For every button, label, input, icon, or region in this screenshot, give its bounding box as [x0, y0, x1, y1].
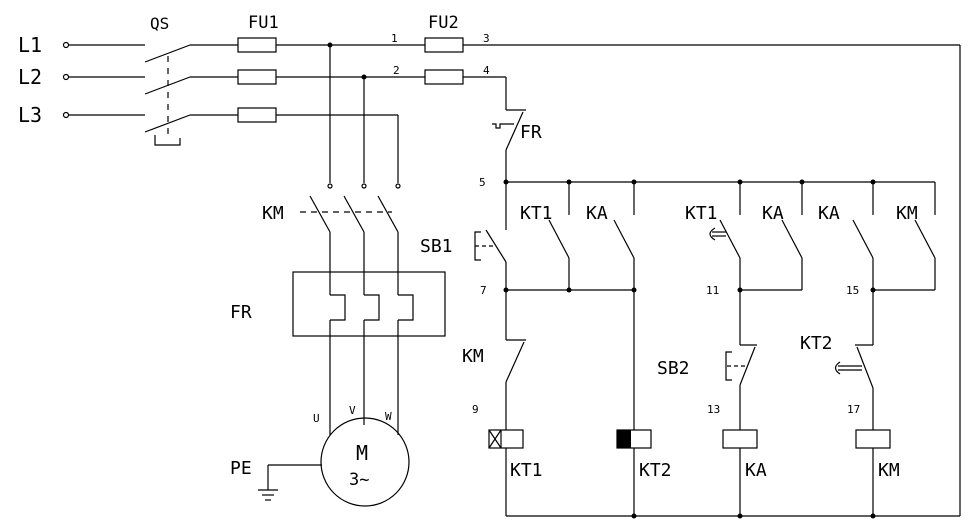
node-5: 5 [479, 176, 486, 189]
km-main-contacts: KM [262, 195, 399, 295]
main-power-path [327, 45, 401, 189]
bus-node-5 [503, 179, 935, 185]
coil-km: KM [855, 429, 900, 516]
fr-overload-relay: FR [230, 271, 446, 435]
node-13: 13 [707, 403, 720, 416]
label-ka-contact-1: KA [586, 203, 608, 224]
label-coil-kt2: KT2 [639, 460, 672, 481]
label-kt2-delay: KT2 [800, 333, 833, 354]
node-9: 9 [472, 403, 479, 416]
label-km-contact-1: KM [462, 346, 484, 367]
label-fr-main: FR [230, 302, 252, 323]
bus-node-7: 7 [480, 284, 637, 297]
terminal-l1 [62, 41, 70, 49]
label-km-contact-2: KM [896, 203, 918, 224]
label-coil-ka: KA [745, 460, 767, 481]
label-pe: PE [230, 458, 252, 479]
sb2-button: SB2 13 [657, 340, 757, 430]
switch-qs: QS [144, 14, 191, 146]
kt1-contact: KT1 [520, 182, 570, 290]
label-km-main: KM [262, 203, 284, 224]
node-11: 11 [706, 284, 719, 297]
sb1-button: SB1 [420, 182, 507, 290]
node-15: 15 [846, 284, 859, 297]
fuses-fu1: FU1 [190, 13, 425, 123]
return-bus [506, 513, 960, 519]
label-kt1-contact: KT1 [520, 203, 553, 224]
terminal-v: V [349, 404, 356, 417]
fuses-fu2: FU2 1 2 3 4 [391, 13, 961, 516]
motor-name: M [356, 441, 368, 465]
node-3: 3 [483, 32, 490, 45]
label-sb1: SB1 [420, 236, 453, 257]
label-sb2: SB2 [657, 358, 690, 379]
terminal-w: W [385, 410, 392, 423]
label-fr-contact: FR [520, 122, 542, 143]
label-l3: L3 [18, 103, 42, 127]
label-l2: L2 [18, 65, 42, 89]
km-nc-contact: KM 9 [462, 290, 526, 430]
label-fu2: FU2 [428, 13, 459, 33]
kt1-delay-contact: KT1 11 [685, 182, 743, 340]
label-qs: QS [150, 14, 169, 33]
terminal-l2 [62, 73, 70, 81]
motor-m: U V W M 3~ PE [230, 404, 410, 507]
node-4: 4 [483, 64, 490, 77]
label-coil-kt1: KT1 [510, 460, 543, 481]
km-hold-contact: KM [873, 182, 936, 291]
coil-kt2: KT2 [616, 429, 672, 516]
ka-contact-3: KA 15 [818, 182, 876, 335]
label-fu1: FU1 [248, 13, 279, 33]
supply-lines: L1 L2 L3 [18, 33, 145, 127]
node-7: 7 [480, 284, 487, 297]
coil-kt1: KT1 [488, 429, 543, 516]
label-l1: L1 [18, 33, 42, 57]
ka-contact-2: KA [740, 182, 803, 291]
fr-control-contact: FR 5 [479, 77, 542, 189]
label-ka-contact-2: KA [762, 203, 784, 224]
label-ka-contact-3: KA [818, 203, 840, 224]
coil-ka: KA [722, 429, 767, 516]
ka-contact-1: KA [586, 182, 635, 430]
motor-phase: 3~ [349, 470, 369, 490]
node-17: 17 [847, 403, 860, 416]
terminal-u: U [313, 412, 320, 425]
node-2: 2 [393, 64, 400, 77]
terminal-l3 [62, 111, 70, 119]
label-coil-km: KM [878, 460, 900, 481]
label-kt1-delay: KT1 [685, 203, 718, 224]
node-1: 1 [391, 32, 398, 45]
kt2-delay-contact: KT2 17 [800, 333, 874, 430]
